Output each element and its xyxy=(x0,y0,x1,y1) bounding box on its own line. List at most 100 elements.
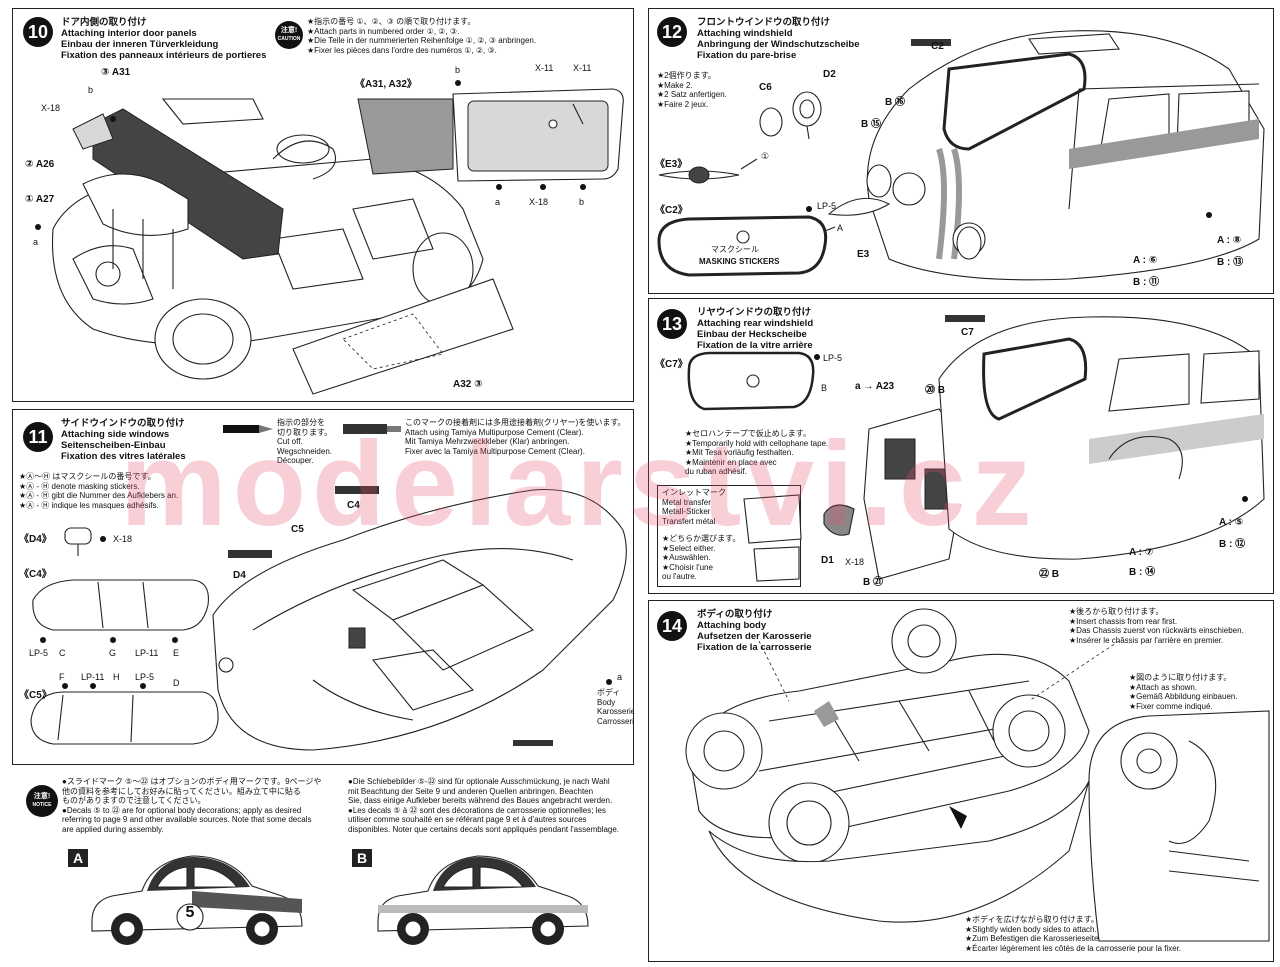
widen-line: ★ボディを広げながら取り付けます。 xyxy=(965,915,1099,924)
step10-panel: 10 ドア内側の取り付け Attaching interior door pan… xyxy=(12,8,634,402)
label-c7: C7 xyxy=(961,327,974,338)
label-a32: A32 ③ xyxy=(453,379,483,390)
step14-panel: 14 ボディの取り付け Attaching body Aufsetzen der… xyxy=(648,600,1274,962)
cut-line: 切り取ります。 xyxy=(277,427,333,437)
step12-drawing xyxy=(657,30,1265,281)
label-g: G xyxy=(109,648,117,658)
step11-number: 11 xyxy=(23,422,53,452)
tape-line: ★セロハンテープで仮止めします。 xyxy=(685,429,811,438)
inlet-line: Transfert métal xyxy=(662,516,716,526)
body-line: Carrosserie xyxy=(597,716,633,726)
cut-line: 指示の部分を xyxy=(277,418,325,427)
label-lp11b: LP-11 xyxy=(81,672,105,682)
step11-panel: 11 サイドウインドウの取り付け Attaching side windows … xyxy=(12,409,634,765)
step11-title-de: Seitenscheiben-Einbau xyxy=(61,440,166,451)
select-note: ★どちらか選びます。 ★Select either. ★Auswählen. ★… xyxy=(662,534,740,582)
insert-line: ★Insérer le châssis par l'arrière en pre… xyxy=(1069,635,1224,645)
step13-panel: 13 リヤウインドウの取り付け Attaching rear windshiel… xyxy=(648,298,1274,594)
label-h: H xyxy=(113,672,120,682)
label-b20: ⑳ B xyxy=(925,385,945,396)
insert-line: ★後ろから取り付けます。 xyxy=(1069,607,1164,616)
label-a23: a → A23 xyxy=(855,381,895,392)
tape-line: ★Maintenir en place avec xyxy=(685,457,777,467)
step14-title-ja: ボディの取り付け xyxy=(697,609,773,620)
notice-icon: 注意!NOTICE xyxy=(26,785,58,817)
body-line: ボディ xyxy=(597,688,621,697)
inlet-line: インレットマーク xyxy=(662,488,726,497)
step13-number: 13 xyxy=(657,309,687,339)
cement-line: Attach using Tamiya Multipurpose Cement … xyxy=(405,427,584,437)
caution-sub: CAUTION xyxy=(277,36,301,42)
step10-drawing xyxy=(35,80,624,395)
label-d4: D4 xyxy=(233,570,246,581)
label-b13: B : ⑬ xyxy=(1217,257,1244,268)
select-line: ★どちらか選びます。 xyxy=(662,534,741,543)
label-b15: B ⑮ xyxy=(861,119,881,130)
inlet-note: インレットマーク Metal transfer Metall-Sticker T… xyxy=(662,488,726,526)
step10-title-de: Einbau der inneren Türverkleidung xyxy=(61,39,219,50)
label-lp5b: LP-5 xyxy=(135,672,155,682)
cement-note: このマークの接着剤には多用途接着剤(クリヤー)を使います。 Attach usi… xyxy=(405,418,626,456)
race-number: 5 xyxy=(185,904,195,921)
notice-line: ものがありますので注意してください。 xyxy=(62,796,206,805)
tape-line: ★Mit Tesa vorläufig festhalten. xyxy=(685,448,794,457)
cut-line: Découper. xyxy=(277,456,314,465)
cement-line: Fixer avec la Tamiya Multipurpose Cement… xyxy=(405,446,585,456)
step14-drawing xyxy=(685,608,1270,942)
notice-line: disponibles. Noter que certains decals s… xyxy=(348,824,620,834)
cut-line: Cut off. xyxy=(277,437,303,446)
label-e: E xyxy=(173,648,180,658)
body-line: Body xyxy=(597,697,616,707)
notice-left-text: ●スライドマーク ⑤〜㉒ はオプションのボディ用マークです。9ページや 他の資料… xyxy=(62,777,321,834)
select-line: ou l'autre. xyxy=(662,572,697,581)
label-b12: B : ⑫ xyxy=(1219,539,1246,550)
make-line: ★2 Satz anfertigen. xyxy=(657,90,727,99)
label-a7: A : ⑦ xyxy=(1129,547,1154,558)
step14-title-de: Aufsetzen der Karosserie xyxy=(697,631,812,642)
inlet-line: Metall-Sticker xyxy=(662,507,711,516)
label-a27: ① A27 xyxy=(25,194,55,205)
car-version-a xyxy=(91,855,303,945)
notice-line: utiliser comme souhaité en se référant p… xyxy=(348,815,587,824)
label-group-a31-a32: 《A31, A32》 xyxy=(355,79,417,90)
make-line: ★Faire 2 jeux. xyxy=(657,99,709,109)
version-a-label: A xyxy=(68,849,88,867)
make-line: ★Make 2. xyxy=(657,80,693,90)
mask-line: ★Ⓐ〜Ⓗ はマスクシールの番号です。 xyxy=(19,472,156,481)
label-lp5: LP-5 xyxy=(823,353,843,363)
step12-title-fr: Fixation du pare-brise xyxy=(697,50,797,61)
widen-note: ★ボディを広げながら取り付けます。 ★Slightly widen body s… xyxy=(965,915,1198,953)
caution-label: 注意! xyxy=(280,27,298,34)
step11-drawing xyxy=(30,486,627,751)
widen-line: ★Zum Befestigen die Karosserieseiten lei… xyxy=(965,934,1199,943)
notice-line: ●Decals ⑤ to ㉒ are for optional body dec… xyxy=(62,805,302,815)
step12-title-de: Anbringung der Windschutzscheibe xyxy=(697,39,860,50)
cut-line: Wegschneiden. xyxy=(277,446,332,456)
label-x18: X-18 xyxy=(845,557,865,567)
label-b: B xyxy=(821,383,828,393)
attach-line: ★Attach as shown. xyxy=(1129,682,1198,692)
label-b16: B ⑯ xyxy=(885,97,905,108)
label-a5: A : ⑤ xyxy=(1219,517,1244,528)
label-x18: X-18 xyxy=(41,103,61,113)
label-b11: B : ⑪ xyxy=(1133,277,1160,288)
notice-line: ●Die Schiebebilder ⑤-㉒ sind für optional… xyxy=(348,777,610,786)
label-a: a xyxy=(617,672,623,682)
tape-line: du ruban adhésif. xyxy=(685,467,747,476)
label-d2: D2 xyxy=(823,69,836,80)
label-a8: A : ⑧ xyxy=(1217,235,1242,246)
cement-line: このマークの接着剤には多用途接着剤(クリヤー)を使います。 xyxy=(405,418,626,427)
attach-line: ★図のように取り付けます。 xyxy=(1129,673,1232,682)
widen-line: ★Slightly widen body sides to attach. xyxy=(965,924,1097,934)
step12-title-ja: フロントウインドウの取り付け xyxy=(697,17,831,28)
label-a: a xyxy=(33,237,39,247)
step11-title: サイドウインドウの取り付け Attaching side windows Sei… xyxy=(61,418,186,462)
label-c5: C5 xyxy=(291,524,304,535)
car-version-b xyxy=(377,855,589,945)
caution-line: ★指示の番号 ①、②、③ の順で取り付けます。 xyxy=(307,17,476,26)
notice-line: mit Beachtung der Seite 9 und anderen Qu… xyxy=(348,786,594,796)
step13-title-fr: Fixation de la vitre arrière xyxy=(697,340,813,351)
step11-title-en: Attaching side windows xyxy=(61,429,170,440)
body-line: Karosserie xyxy=(597,707,634,716)
insert-line: ★Das Chassis zuerst von rückwärts einsch… xyxy=(1069,626,1244,635)
